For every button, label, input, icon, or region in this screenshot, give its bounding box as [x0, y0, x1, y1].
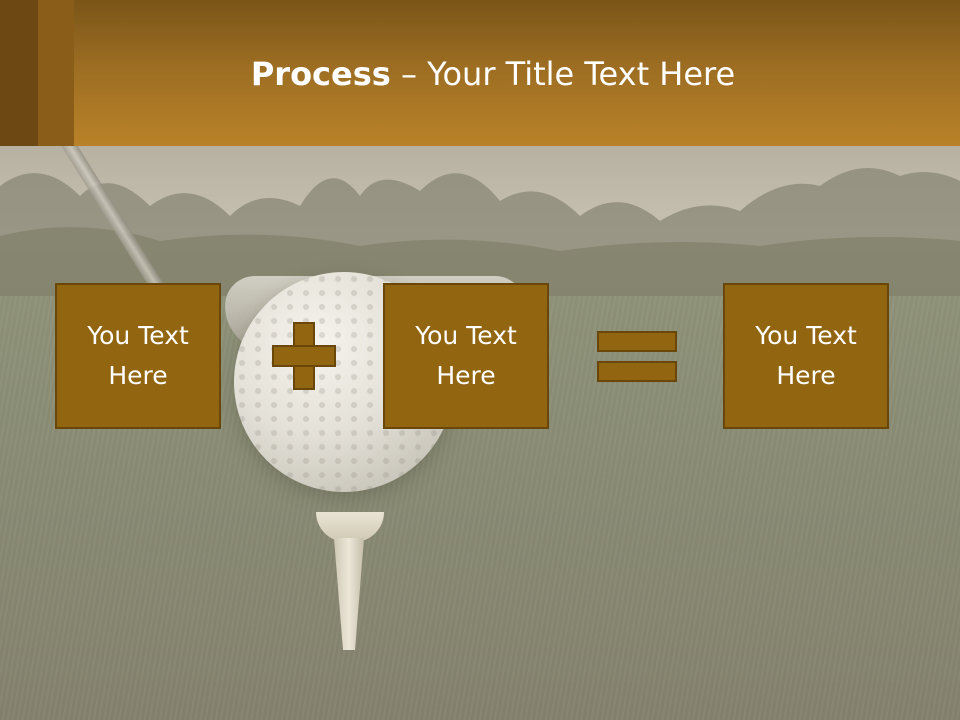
slide-title-bold: Process [250, 55, 391, 93]
slide-title[interactable]: Process – Your Title Text Here [0, 52, 960, 96]
equals-icon-bottom-bar [597, 361, 677, 382]
plus-icon [272, 322, 336, 390]
equals-icon [597, 331, 677, 383]
process-step-1-line2: Here [108, 361, 168, 390]
equals-icon-top-bar [597, 331, 677, 352]
plus-icon-center [295, 347, 313, 365]
process-step-2-line1: You Text [415, 321, 517, 350]
process-step-3-line1: You Text [755, 321, 857, 350]
slide-title-rest: – Your Title Text Here [390, 55, 736, 93]
golf-background-photo [0, 146, 960, 720]
title-bar: Process – Your Title Text Here [0, 0, 960, 146]
process-step-1-line1: You Text [87, 321, 189, 350]
title-bar-accent-mid [38, 0, 74, 146]
process-step-3-line2: Here [776, 361, 836, 390]
title-bar-accent-dark [0, 0, 38, 146]
process-step-2-line2: Here [436, 361, 496, 390]
